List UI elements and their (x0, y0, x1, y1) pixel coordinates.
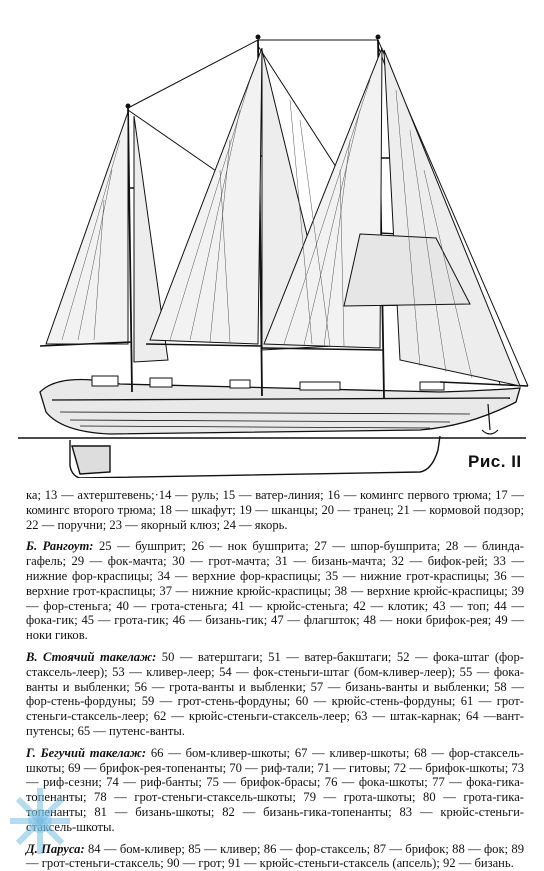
section-text: 66 — бом-кливер-шкоты; 67 — кливер-шкоты… (26, 745, 524, 834)
schooner-rigging-drawing (18, 34, 529, 478)
mast-top-knobs (125, 34, 381, 109)
deck-houses (91, 375, 445, 391)
bowsprit (439, 381, 529, 387)
figure-caption: Рис. II (468, 452, 522, 471)
section-heading: Г. Бегучий такелаж: (26, 745, 147, 760)
legend-section-running-rigging: Г. Бегучий такелаж: 66 — бом-кливер-шкот… (26, 746, 524, 835)
section-text: 50 — ватерштаги; 51 — ватер-бакштаги; 52… (26, 649, 524, 738)
legend-section-sails: Д. Паруса: 84 — бом-кливер; 85 — кливер;… (26, 842, 524, 871)
sails (45, 47, 521, 387)
legend-section-spars: Б. Рангоут: 25 — бушприт; 26 — нок бушпр… (26, 539, 524, 643)
keel-and-rudder (69, 435, 441, 478)
legend-section-standing-rigging: В. Стоячий такелаж: 50 — ватерштаги; 51 … (26, 650, 524, 739)
sail-hatching (61, 79, 473, 379)
figure-legend: ка; 13 — ахтерштевень;·14 — руль; 15 — в… (26, 488, 524, 871)
section-heading: Б. Рангоут: (26, 539, 94, 554)
hull (39, 378, 521, 435)
section-heading: В. Стоячий такелаж: (26, 649, 157, 664)
section-heading: Д. Паруса: (26, 841, 85, 856)
legend-hull-continued: ка; 13 — ахтерштевень;·14 — руль; 15 — в… (26, 488, 524, 532)
anchor-icon (481, 403, 499, 435)
section-text: 25 — бушприт; 26 — нок бушприта; 27 — шп… (26, 539, 524, 643)
booms (39, 341, 385, 351)
